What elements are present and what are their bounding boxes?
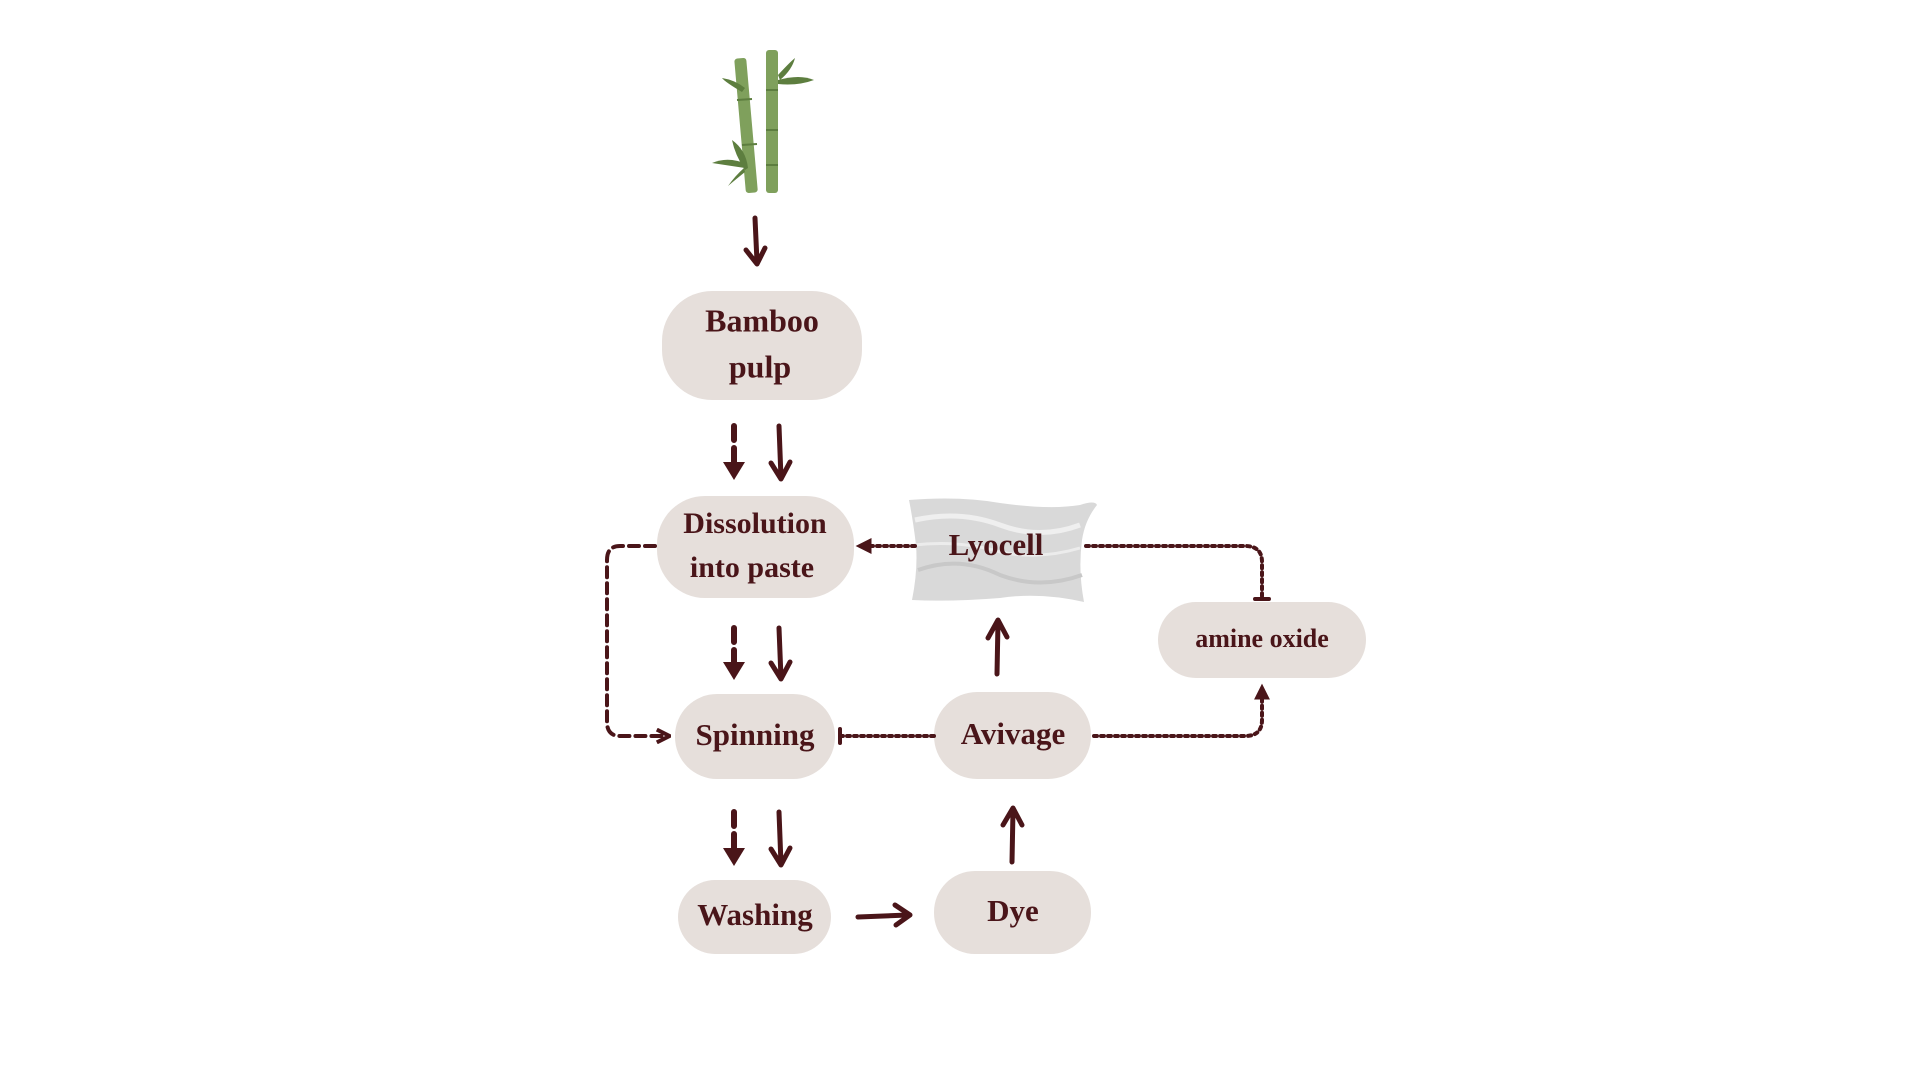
arrow-avivage-to-lyocell	[985, 617, 1010, 677]
arrow-avivage-to-amine	[1092, 683, 1270, 738]
label-amine-oxide: amine oxide	[1195, 624, 1329, 653]
arrow-spinning-to-washing	[768, 809, 793, 868]
node-avivage	[934, 692, 1091, 779]
bamboo-icon	[712, 50, 814, 194]
arrow-dissolution-to-spinning	[768, 625, 793, 682]
connector-lyocell-to-amine	[1084, 544, 1264, 600]
label-bamboo-pulp-2: pulp	[729, 348, 791, 384]
label-lyocell: Lyocell	[949, 527, 1044, 562]
label-dye: Dye	[987, 893, 1039, 928]
label-bamboo-pulp-1: Bamboo	[705, 302, 819, 338]
node-bamboo-pulp	[662, 291, 862, 400]
arrow-washing-to-dye	[855, 902, 913, 928]
node-dissolution	[657, 496, 854, 598]
dotted-connectors	[838, 538, 1271, 745]
label-dissolution-1: Dissolution	[683, 507, 827, 540]
label-washing: Washing	[697, 897, 813, 932]
label-dissolution-2: into paste	[690, 551, 814, 584]
arrow-dye-to-avivage	[1000, 805, 1025, 865]
arrow-dissolution-loop-to-spinning	[605, 544, 668, 736]
node-dye	[934, 871, 1091, 954]
label-spinning: Spinning	[696, 717, 815, 752]
label-avivage: Avivage	[961, 716, 1065, 751]
node-washing	[678, 880, 831, 954]
node-amine-oxide	[1158, 602, 1366, 678]
fabric-cloth-icon	[909, 498, 1097, 602]
node-spinning	[675, 694, 835, 779]
arrow-pulp-to-dissolution	[768, 423, 793, 482]
arrow-bamboo-to-pulp	[743, 215, 768, 267]
solid-arrows	[743, 215, 1025, 928]
dashed-arrows	[605, 423, 745, 866]
